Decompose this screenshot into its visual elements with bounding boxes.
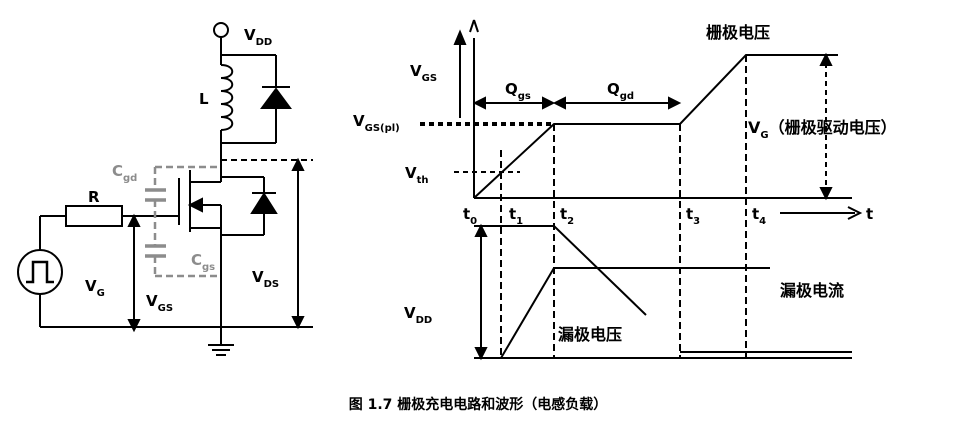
label-cgs: Cgs (191, 251, 215, 273)
label-drain-voltage: 漏极电压 (558, 325, 622, 344)
label-vgs-axis: VGS (410, 62, 437, 84)
drain-current-waveform (500, 267, 770, 359)
label-t0: t0 (463, 205, 477, 227)
drain-voltage-waveform (474, 225, 647, 316)
label-vdd: VDD (244, 26, 272, 48)
waveform-diagram (420, 19, 863, 361)
pulse-source (17, 249, 63, 295)
label-inductor: L (199, 90, 209, 108)
figure-caption: 图 1.7 栅极充电电路和波形（电感负载） (349, 396, 608, 413)
label-vg-drive: VG（栅极驱动电压） (748, 118, 897, 141)
label-vg: VG (85, 277, 105, 299)
inductor (220, 64, 234, 131)
gate-resistor (65, 205, 123, 227)
label-resistor: R (88, 188, 100, 206)
label-t1: t1 (509, 205, 523, 227)
mosfet (178, 170, 278, 236)
label-t4: t4 (752, 205, 766, 227)
label-qgd: Qgd (607, 80, 634, 102)
label-vgs-pl: VGS(pl) (353, 112, 400, 134)
ground-symbol (208, 344, 234, 356)
circuit-diagram (17, 22, 313, 356)
parasitic-capacitors (145, 165, 221, 278)
label-vth: Vth (405, 164, 429, 186)
label-qgs: Qgs (505, 80, 531, 102)
label-vdd-wave: VDD (404, 304, 432, 326)
vdd-terminal (213, 22, 229, 38)
label-gate-voltage: 栅极电压 (706, 23, 770, 42)
label-cgd: Cgd (112, 162, 137, 184)
pulse-icon (26, 260, 54, 284)
label-vgs: VGS (146, 292, 173, 314)
label-vds: VDS (252, 268, 279, 290)
label-t3: t3 (686, 205, 700, 227)
label-t2: t2 (560, 205, 574, 227)
freewheel-diode (260, 86, 292, 143)
label-t-axis: t (866, 205, 873, 223)
label-drain-current: 漏极电流 (780, 281, 844, 300)
